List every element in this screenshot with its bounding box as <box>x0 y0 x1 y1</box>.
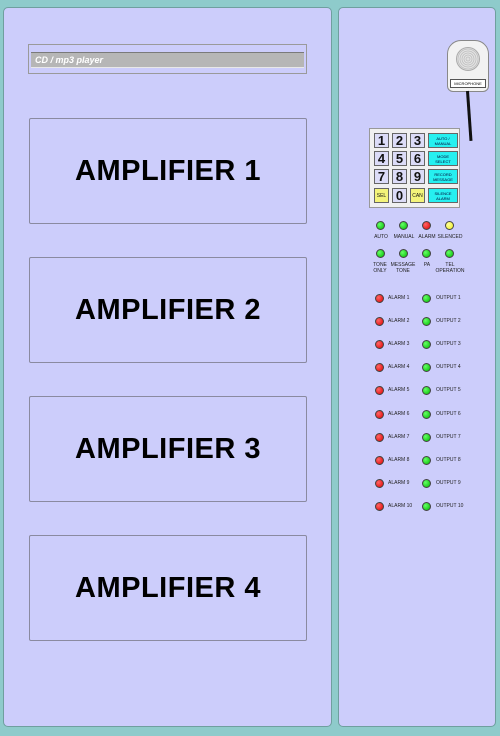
manual-led <box>399 221 408 230</box>
pa-led <box>422 249 431 258</box>
silenced-led-label: SILENCED <box>437 234 463 240</box>
alarm-led-1 <box>375 294 384 303</box>
alarm-label-1: ALARM 1 <box>388 295 410 301</box>
amplifier-2: AMPLIFIER 2 <box>29 257 307 363</box>
output-led-8 <box>422 456 431 465</box>
alarm-led-9 <box>375 479 384 488</box>
alarm-led-2 <box>375 317 384 326</box>
output-led-10 <box>422 502 431 511</box>
message-tone-led-label: MESSAGE TONE <box>390 262 416 274</box>
key-4[interactable]: 4 <box>374 151 389 166</box>
record-message-button[interactable]: RECORD MESSAGE <box>428 169 458 184</box>
alarm-led <box>422 221 431 230</box>
alarm-label-7: ALARM 7 <box>388 434 410 440</box>
output-led-9 <box>422 479 431 488</box>
output-led-7 <box>422 433 431 442</box>
alarm-label-3: ALARM 3 <box>388 341 410 347</box>
alarm-label-8: ALARM 8 <box>388 457 410 463</box>
output-label-5: OUTPUT 5 <box>436 387 461 393</box>
output-label-3: OUTPUT 3 <box>436 341 461 347</box>
key-can[interactable]: CAN <box>410 188 425 203</box>
output-label-8: OUTPUT 8 <box>436 457 461 463</box>
output-led-1 <box>422 294 431 303</box>
cd-player-label: CD / mp3 player <box>35 55 104 65</box>
output-led-3 <box>422 340 431 349</box>
key-9[interactable]: 9 <box>410 169 425 184</box>
amplifier-3: AMPLIFIER 3 <box>29 396 307 502</box>
output-label-9: OUTPUT 9 <box>436 480 461 486</box>
output-label-1: OUTPUT 1 <box>436 295 461 301</box>
key-8[interactable]: 8 <box>392 169 407 184</box>
auto-manual-button[interactable]: AUTO / MANUAL <box>428 133 458 148</box>
alarm-led-8 <box>375 456 384 465</box>
key-0[interactable]: 0 <box>392 188 407 203</box>
tel-operation-led-label: TEL OPERATION <box>435 262 465 274</box>
alarm-led-4 <box>375 363 384 372</box>
mode-select-button[interactable]: MODE SELECT <box>428 151 458 166</box>
silenced-led <box>445 221 454 230</box>
cd-mp3-player[interactable]: CD / mp3 player <box>28 44 307 74</box>
pa-led-label: PA <box>423 262 431 268</box>
output-led-5 <box>422 386 431 395</box>
amplifier-rack-panel <box>3 7 332 727</box>
alarm-label-9: ALARM 9 <box>388 480 410 486</box>
microphone-grille-icon <box>456 47 480 71</box>
alarm-led-label: ALARM <box>418 234 436 240</box>
alarm-label-6: ALARM 6 <box>388 411 410 417</box>
alarm-led-7 <box>375 433 384 442</box>
keypad: 1 2 3 4 5 6 7 8 9 SEL 0 CAN AUTO / MANUA… <box>369 128 460 208</box>
output-led-6 <box>422 410 431 419</box>
key-7[interactable]: 7 <box>374 169 389 184</box>
alarm-label-2: ALARM 2 <box>388 318 410 324</box>
auto-led-label: AUTO <box>374 234 388 240</box>
auto-led <box>376 221 385 230</box>
key-5[interactable]: 5 <box>392 151 407 166</box>
tone-only-led <box>376 249 385 258</box>
amplifier-4: AMPLIFIER 4 <box>29 535 307 641</box>
output-label-6: OUTPUT 6 <box>436 411 461 417</box>
output-led-2 <box>422 317 431 326</box>
alarm-led-3 <box>375 340 384 349</box>
alarm-led-10 <box>375 502 384 511</box>
manual-led-label: MANUAL <box>393 234 415 240</box>
alarm-led-5 <box>375 386 384 395</box>
tone-only-led-label: TONE ONLY <box>373 262 387 274</box>
alarm-label-10: ALARM 10 <box>388 503 413 509</box>
microphone[interactable]: MICROPHONE <box>447 40 489 92</box>
key-6[interactable]: 6 <box>410 151 425 166</box>
control-panel <box>338 7 496 727</box>
cd-slot: CD / mp3 player <box>31 52 304 68</box>
output-label-2: OUTPUT 2 <box>436 318 461 324</box>
alarm-label-4: ALARM 4 <box>388 364 410 370</box>
output-label-7: OUTPUT 7 <box>436 434 461 440</box>
alarm-label-5: ALARM 5 <box>388 387 410 393</box>
amplifier-1: AMPLIFIER 1 <box>29 118 307 224</box>
key-3[interactable]: 3 <box>410 133 425 148</box>
tel-operation-led <box>445 249 454 258</box>
microphone-label: MICROPHONE <box>450 79 486 88</box>
output-led-4 <box>422 363 431 372</box>
silence-alarm-button[interactable]: SILENCE ALARM <box>428 188 458 203</box>
key-sel[interactable]: SEL <box>374 188 389 203</box>
alarm-led-6 <box>375 410 384 419</box>
output-label-4: OUTPUT 4 <box>436 364 461 370</box>
key-1[interactable]: 1 <box>374 133 389 148</box>
message-tone-led <box>399 249 408 258</box>
output-label-10: OUTPUT 10 <box>436 503 464 509</box>
key-2[interactable]: 2 <box>392 133 407 148</box>
